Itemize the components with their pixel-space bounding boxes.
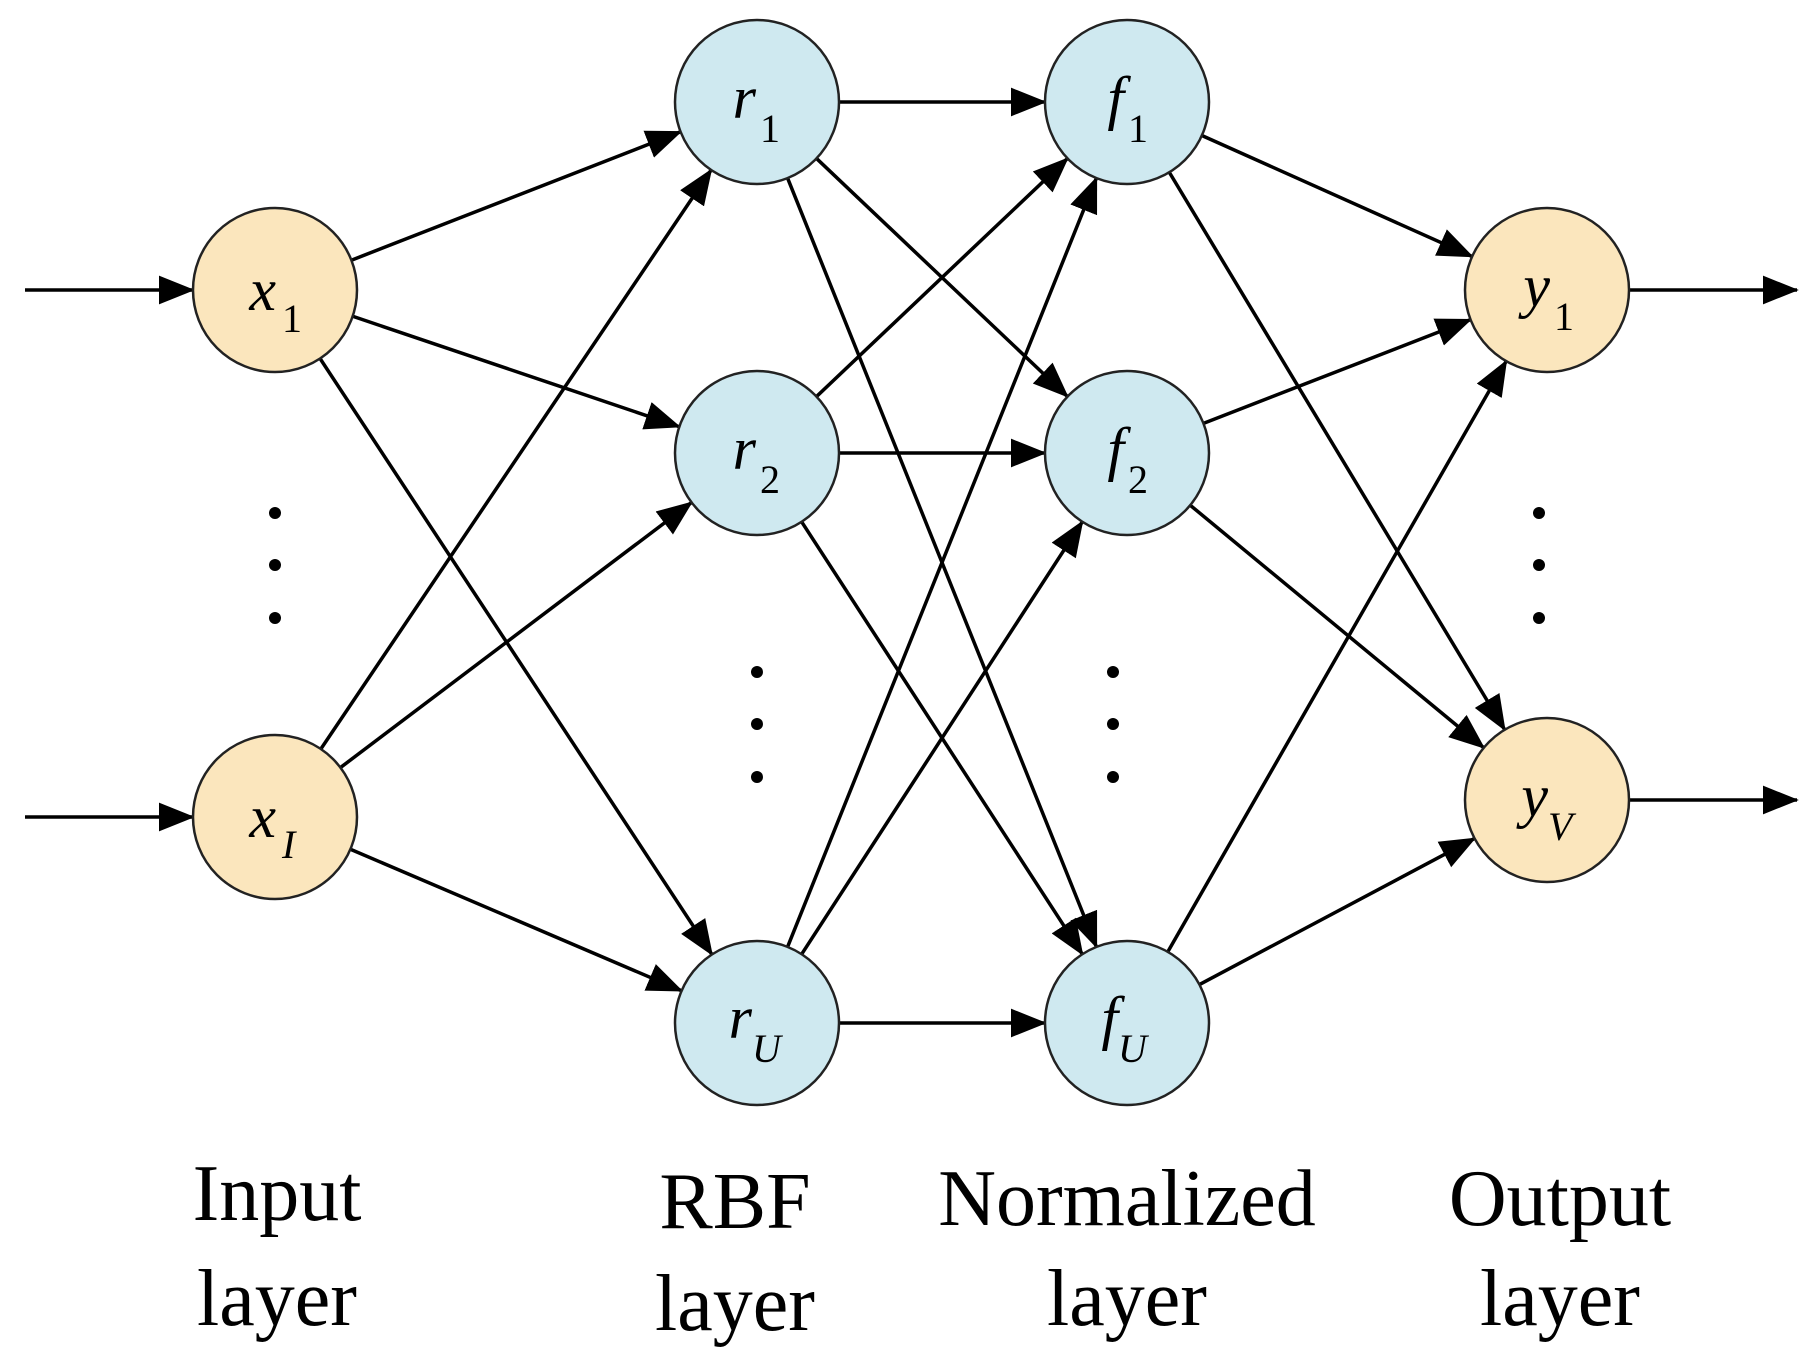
edge-rU-f1 (785, 176, 1099, 948)
svg-text:Output: Output (1449, 1155, 1671, 1243)
edge-fU-y1 (1166, 359, 1508, 953)
output-node-yV: y V (1463, 716, 1631, 884)
edge-xI-rU (349, 847, 684, 993)
input-node-xI: x I (191, 733, 359, 901)
svg-text:I: I (281, 822, 297, 867)
rbf-ellipsis (751, 666, 763, 783)
edge-x1-rU (318, 357, 714, 956)
edge-x1-r1 (350, 130, 683, 262)
svg-text:layer: layer (1047, 1255, 1207, 1343)
svg-text:U: U (1118, 1026, 1150, 1071)
svg-text:1: 1 (760, 106, 780, 151)
output-ellipsis (1533, 507, 1545, 624)
svg-text:1: 1 (1128, 106, 1148, 151)
rbf-node-r2: r 2 (673, 369, 841, 537)
svg-text:1: 1 (282, 296, 302, 341)
rbf-node-r1: r 1 (673, 18, 841, 186)
svg-text:y: y (1517, 253, 1550, 319)
edge-f1-yV (1167, 171, 1507, 732)
svg-text:V: V (1548, 804, 1577, 849)
svg-text:2: 2 (760, 457, 780, 502)
svg-text:layer: layer (197, 1255, 357, 1343)
norm-node-f1: f 1 (1043, 18, 1211, 186)
normalized-layer-caption: Normalized layer (938, 1155, 1316, 1343)
output-layer-caption: Output layer (1449, 1155, 1671, 1343)
svg-text:r: r (729, 985, 753, 1051)
output-node-y1: y 1 (1463, 206, 1631, 374)
svg-text:1: 1 (1554, 294, 1574, 339)
svg-text:Input: Input (193, 1150, 362, 1238)
edge-f2-y1 (1202, 318, 1473, 425)
input-node-x1: x 1 (191, 206, 359, 374)
nodes: x 1 x I r 1 r 2 r U f 1 (191, 18, 1631, 1107)
svg-text:x: x (248, 784, 276, 850)
connections (25, 87, 1799, 1038)
svg-text:RBF: RBF (659, 1158, 810, 1246)
svg-text:layer: layer (1480, 1255, 1640, 1343)
input-layer-caption: Input layer (193, 1150, 362, 1343)
svg-text:x: x (248, 257, 276, 323)
norm-ellipsis (1107, 666, 1119, 783)
edge-x1-r2 (352, 314, 682, 430)
edge-xI-r1 (319, 168, 713, 750)
svg-text:Normalized: Normalized (938, 1155, 1316, 1243)
edge-xI-r2 (339, 501, 693, 769)
svg-text:layer: layer (655, 1260, 815, 1348)
norm-node-f2: f 2 (1043, 369, 1211, 537)
edge-r2-f1 (815, 157, 1069, 398)
rbf-layer-caption: RBF layer (655, 1158, 815, 1348)
edge-f1-y1 (1201, 133, 1474, 259)
edge-fU-yV (1198, 836, 1477, 987)
svg-text:r: r (733, 416, 757, 482)
input-ellipsis (269, 507, 281, 624)
norm-node-fU: f U (1043, 939, 1211, 1107)
edge-rU-f2 (800, 520, 1084, 956)
edge-f2-yV (1189, 503, 1486, 750)
svg-text:2: 2 (1128, 457, 1148, 502)
svg-text:y: y (1515, 763, 1548, 829)
rbf-node-rU: r U (673, 939, 841, 1107)
svg-text:r: r (733, 65, 757, 131)
svg-text:U: U (752, 1026, 784, 1071)
